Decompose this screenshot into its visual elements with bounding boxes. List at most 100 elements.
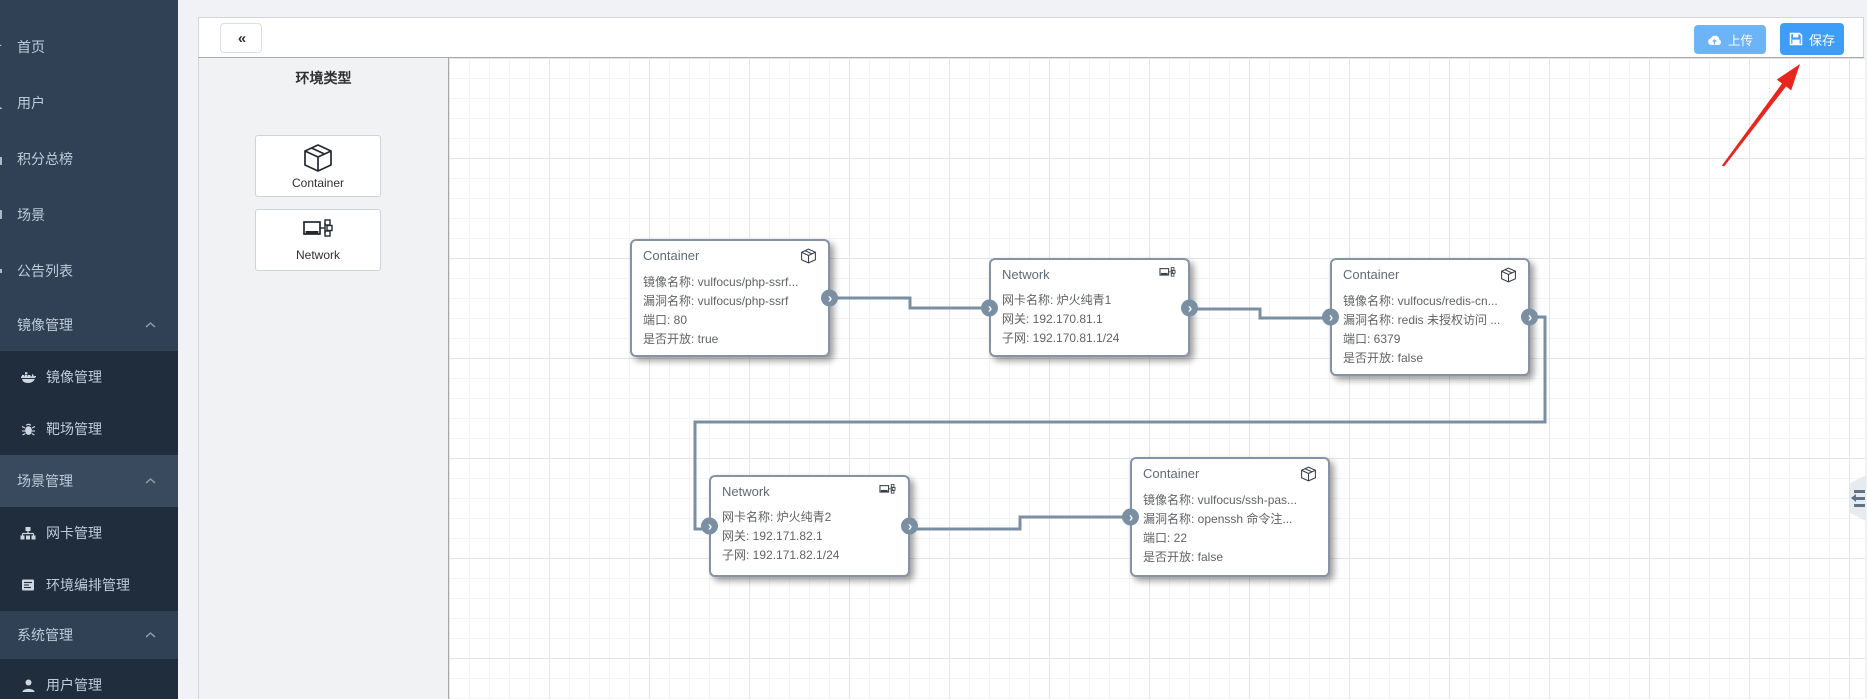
submenu-image-management: 镜像管理 靶场管理 (0, 351, 178, 455)
person-icon (19, 676, 37, 694)
node-container-php-ssrf[interactable]: Container 镜像名称: vulfocus/php-ssrf... 漏洞名… (630, 239, 838, 357)
sidebar-group-label: 镜像管理 (17, 317, 73, 333)
node-field: 网关: 192.171.82.1 (722, 529, 823, 543)
node-title: Container (1343, 267, 1400, 282)
chevron-up-icon (145, 632, 156, 638)
node-field: 子网: 192.170.81.1/24 (1002, 331, 1120, 345)
sidebar-item-nic-management[interactable]: 网卡管理 (0, 507, 178, 559)
user-icon (0, 94, 5, 112)
save-button[interactable]: 保存 (1780, 23, 1844, 55)
node-title: Network (1002, 267, 1050, 282)
node-field: 漏洞名称: redis 未授权访问 ... (1343, 313, 1501, 327)
node-container-ssh[interactable]: Container 镜像名称: vulfocus/ssh-pas... 漏洞名称… (1122, 457, 1330, 577)
sidebar-item-ranking[interactable]: 积分总榜 (0, 131, 178, 187)
output-port[interactable] (901, 517, 918, 535)
palette-item-network[interactable]: Network (255, 209, 381, 271)
flow-canvas[interactable]: Container 镜像名称: vulfocus/php-ssrf... 漏洞名… (448, 58, 1866, 699)
sidebar-item-announcements[interactable]: 公告列表 (0, 243, 178, 299)
document-icon (19, 576, 37, 594)
output-port[interactable] (1181, 299, 1198, 316)
node-field: 子网: 192.171.82.1/24 (722, 548, 840, 562)
sidebar-item-user-management[interactable]: 用户管理 (0, 659, 178, 699)
node-field: 网卡名称: 炉火纯青1 (1002, 293, 1112, 307)
palette-item-label: Network (295, 247, 340, 262)
sidebar-group-scene-management[interactable]: 场景管理 (0, 455, 178, 507)
package-icon (800, 248, 817, 264)
sidebar-item-label: 用户管理 (46, 677, 102, 693)
chevron-up-icon (145, 322, 156, 328)
node-field: 漏洞名称: vulfocus/php-ssrf (643, 294, 789, 308)
input-port[interactable] (981, 299, 998, 316)
node-field: 网卡名称: 炉火纯青2 (722, 510, 832, 524)
node-title: Network (722, 484, 770, 499)
node-field: 是否开放: true (643, 332, 719, 346)
right-panel-handle[interactable] (1850, 475, 1866, 521)
node-field: 端口: 80 (643, 313, 688, 327)
input-port[interactable] (701, 517, 718, 535)
sitemap-icon (19, 524, 37, 542)
sidebar-group-system-management[interactable]: 系统管理 (0, 611, 178, 659)
package-icon (302, 143, 334, 173)
scene-icon (0, 206, 5, 224)
sidebar-item-home[interactable]: 首页 (0, 19, 178, 75)
network-icon (302, 218, 334, 245)
palette-item-container[interactable]: Container (255, 135, 381, 197)
node-field: 镜像名称: vulfocus/ssh-pas... (1143, 493, 1298, 507)
docker-icon (19, 368, 37, 386)
output-port[interactable] (1521, 308, 1538, 326)
sidebar-item-label: 网卡管理 (46, 525, 102, 541)
node-field: 是否开放: false (1143, 550, 1224, 564)
nic-icon (878, 484, 897, 498)
sidebar-item-label: 镜像管理 (46, 369, 102, 385)
node-title: Container (1143, 466, 1200, 481)
home-icon (0, 38, 5, 56)
sidebar-item-label: 场景 (17, 207, 45, 223)
output-port[interactable] (821, 289, 838, 307)
node-field: 端口: 22 (1143, 531, 1188, 545)
collapse-palette-button[interactable]: « (220, 23, 262, 53)
input-port[interactable] (1122, 508, 1139, 526)
sidebar-item-label: 积分总榜 (17, 151, 73, 167)
sidebar-item-image-management[interactable]: 镜像管理 (0, 351, 178, 403)
save-button-label: 保存 (1808, 32, 1835, 48)
announcement-icon (0, 262, 5, 280)
triangle-left-icon (1851, 494, 1856, 502)
sidebar-item-label: 环境编排管理 (46, 577, 130, 593)
save-floppy-icon (1789, 32, 1803, 46)
sidebar-item-range-management[interactable]: 靶场管理 (0, 403, 178, 455)
palette-title: 环境类型 (295, 70, 352, 86)
sidebar-menu: 首页 用户 积分总榜 场景 公告列表 镜像管理 (0, 0, 178, 699)
upload-button-label: 上传 (1727, 34, 1753, 48)
node-palette: 环境类型 Container Network (199, 58, 448, 699)
node-field: 镜像名称: vulfocus/php-ssrf... (643, 275, 799, 289)
submenu-scene-management: 网卡管理 环境编排管理 (0, 507, 178, 611)
node-container-redis[interactable]: Container 镜像名称: vulfocus/redis-cn... 漏洞名… (1322, 258, 1538, 376)
palette-item-label: Container (291, 175, 345, 190)
cloud-upload-icon (1707, 34, 1722, 46)
package-icon (1300, 466, 1317, 482)
node-field: 镜像名称: vulfocus/redis-cn... (1343, 294, 1498, 308)
nic-icon (1158, 267, 1177, 281)
rank-icon (0, 150, 5, 168)
node-field: 漏洞名称: openssh 命令注... (1143, 512, 1293, 526)
bug-icon (19, 420, 37, 438)
sidebar-item-users[interactable]: 用户 (0, 75, 178, 131)
connection-wires (693, 296, 1547, 531)
sidebar-group-label: 场景管理 (17, 473, 73, 489)
node-network-2[interactable]: Network 网卡名称: 炉火纯青2 网关: 192.171.82.1 子网:… (701, 475, 918, 577)
node-field: 是否开放: false (1343, 351, 1424, 365)
workspace: 环境类型 Container Network Container (198, 58, 1866, 699)
sidebar-item-label: 靶场管理 (46, 421, 102, 437)
sidebar: 首页 用户 积分总榜 场景 公告列表 镜像管理 (0, 0, 178, 699)
sidebar-item-scene[interactable]: 场景 (0, 187, 178, 243)
sidebar-group-image-management[interactable]: 镜像管理 (0, 299, 178, 351)
node-network-1[interactable]: Network 网卡名称: 炉火纯青1 网关: 192.170.81.1 子网:… (981, 258, 1198, 357)
sidebar-item-label: 用户 (17, 95, 45, 111)
node-title: Container (643, 248, 700, 263)
upload-button[interactable]: 上传 (1694, 25, 1766, 54)
submenu-system-management: 用户管理 (0, 659, 178, 699)
editor-toolbar: « 上传 保存 (198, 17, 1864, 58)
input-port[interactable] (1322, 308, 1339, 326)
sidebar-item-environment-orchestration[interactable]: 环境编排管理 (0, 559, 178, 611)
node-field: 端口: 6379 (1343, 332, 1401, 346)
